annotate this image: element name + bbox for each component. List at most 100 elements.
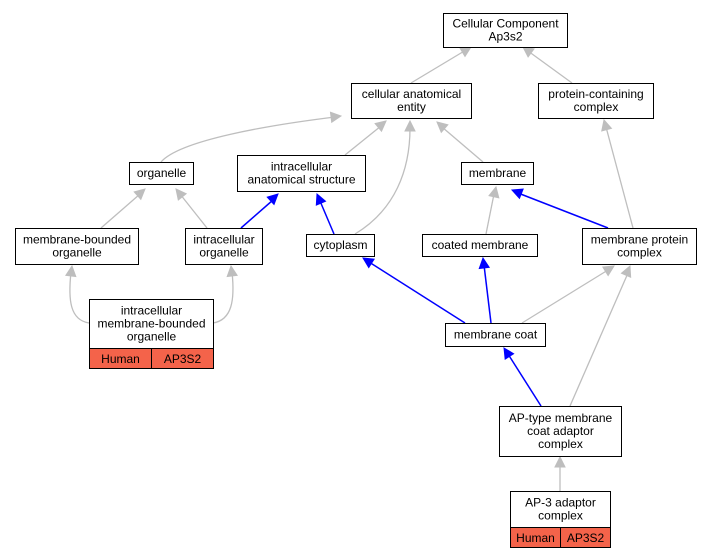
go-term-node-coated-membrane[interactable]: coated membrane bbox=[422, 234, 538, 257]
node-label-line: AP-3 adaptor bbox=[525, 496, 596, 510]
edge-ap-type-membrane-coat-adaptor-complex-to-membrane-protein-complex bbox=[569, 264, 632, 407]
node-box bbox=[582, 228, 697, 265]
arrowhead-icon bbox=[133, 188, 146, 201]
node-box bbox=[15, 228, 139, 265]
node-label-line: anatomical structure bbox=[247, 173, 355, 187]
node-box bbox=[237, 155, 366, 192]
node-label-line: cytoplasm bbox=[313, 238, 367, 252]
go-term-node-membrane-coat[interactable]: membrane coat bbox=[445, 323, 546, 347]
arrowhead-icon bbox=[266, 193, 279, 206]
node-label-line: membrane-bounded bbox=[23, 233, 131, 247]
edge-line bbox=[354, 127, 411, 235]
species-badge: Human bbox=[516, 531, 555, 545]
arrowhead-icon bbox=[503, 347, 515, 360]
node-box bbox=[499, 406, 622, 457]
node-label-line: complex bbox=[574, 100, 619, 114]
arrowhead-icon bbox=[436, 121, 449, 134]
arrowhead-icon bbox=[554, 455, 566, 468]
arrowhead-icon bbox=[522, 46, 535, 58]
node-label-line: organelle bbox=[127, 330, 177, 344]
edge-line bbox=[485, 193, 495, 235]
edge-intracellular-anatomical-structure-to-cellular-anatomical-entity bbox=[344, 120, 387, 156]
node-label-line: organelle bbox=[199, 246, 249, 260]
edge-layer bbox=[65, 46, 634, 491]
node-label-line: protein-containing bbox=[548, 87, 643, 101]
node-box bbox=[510, 491, 611, 528]
node-label-line: organelle bbox=[137, 166, 187, 180]
edge-cellular-anatomical-entity-to-root bbox=[410, 46, 472, 84]
edge-membrane-coat-to-cytoplasm bbox=[362, 257, 466, 324]
go-term-node-cytoplasm[interactable]: cytoplasm bbox=[306, 234, 375, 257]
arrowhead-icon bbox=[620, 264, 632, 278]
edge-membrane-bounded-organelle-to-organelle bbox=[100, 188, 146, 229]
node-box bbox=[538, 83, 654, 119]
edge-line bbox=[240, 199, 274, 229]
edge-intracellular-organelle-to-intracellular-anatomical-structure bbox=[240, 193, 279, 229]
edge-line bbox=[69, 271, 90, 324]
arrowhead-icon bbox=[329, 111, 343, 124]
edge-ap-type-membrane-coat-adaptor-complex-to-membrane-coat bbox=[503, 347, 542, 407]
arrowhead-icon bbox=[459, 46, 472, 58]
node-label-line: intracellular bbox=[121, 304, 182, 318]
arrowhead-icon bbox=[601, 118, 613, 132]
node-box bbox=[351, 83, 472, 119]
node-label-line: cellular anatomical bbox=[362, 87, 461, 101]
node-label-line: intracellular bbox=[193, 233, 254, 247]
go-term-node-organelle[interactable]: organelle bbox=[129, 162, 194, 185]
go-term-node-intracellular-membrane-bounded-organelle[interactable]: intracellularmembrane-boundedorganelleHu… bbox=[89, 299, 214, 369]
species-badge: Human bbox=[101, 352, 140, 366]
arrowhead-icon bbox=[478, 256, 491, 270]
edge-line bbox=[212, 271, 234, 324]
arrowhead-icon bbox=[65, 264, 77, 278]
node-box bbox=[445, 323, 546, 347]
node-label-line: membrane-bounded bbox=[97, 317, 205, 331]
edge-line bbox=[368, 261, 466, 324]
node-label-line: Cellular Component bbox=[452, 17, 559, 31]
node-box bbox=[185, 228, 263, 265]
gene-badge-box bbox=[560, 527, 611, 548]
edge-line bbox=[441, 126, 484, 163]
arrowhead-icon bbox=[602, 265, 615, 277]
arrowhead-icon bbox=[226, 264, 238, 278]
edge-line bbox=[100, 193, 141, 229]
node-label-line: membrane bbox=[469, 166, 527, 180]
arrowhead-icon bbox=[488, 185, 500, 199]
edge-cytoplasm-to-cellular-anatomical-entity bbox=[354, 119, 416, 235]
node-label-line: entity bbox=[397, 100, 426, 114]
node-label-line: coat adaptor bbox=[527, 424, 594, 438]
arrowhead-icon bbox=[510, 188, 524, 200]
node-label-line: membrane coat bbox=[454, 328, 538, 342]
go-term-node-membrane[interactable]: membrane bbox=[461, 162, 534, 185]
node-box bbox=[443, 13, 568, 48]
node-label-line: Ap3s2 bbox=[488, 30, 522, 44]
edge-membrane-coat-to-membrane-protein-complex bbox=[521, 265, 615, 324]
arrowhead-icon bbox=[315, 192, 327, 206]
edge-line bbox=[569, 272, 629, 407]
node-box bbox=[306, 234, 375, 257]
edge-intracellular-membrane-bounded-organelle-to-intracellular-organelle bbox=[212, 264, 238, 324]
edge-line bbox=[517, 192, 609, 229]
edge-membrane-protein-complex-to-protein-containing-complex bbox=[601, 118, 634, 229]
edge-line bbox=[483, 264, 492, 324]
edge-cytoplasm-to-intracellular-anatomical-structure bbox=[315, 192, 335, 235]
edge-line bbox=[605, 126, 634, 229]
edge-intracellular-membrane-bounded-organelle-to-membrane-bounded-organelle bbox=[65, 264, 90, 324]
edge-coated-membrane-to-membrane bbox=[485, 185, 500, 235]
node-label-line: complex bbox=[538, 437, 583, 451]
edge-protein-containing-complex-to-root bbox=[522, 46, 573, 84]
edge-line bbox=[160, 116, 336, 163]
node-box bbox=[461, 162, 534, 185]
edge-intracellular-organelle-to-organelle bbox=[175, 188, 208, 229]
gene-badge: AP3S2 bbox=[567, 531, 605, 545]
